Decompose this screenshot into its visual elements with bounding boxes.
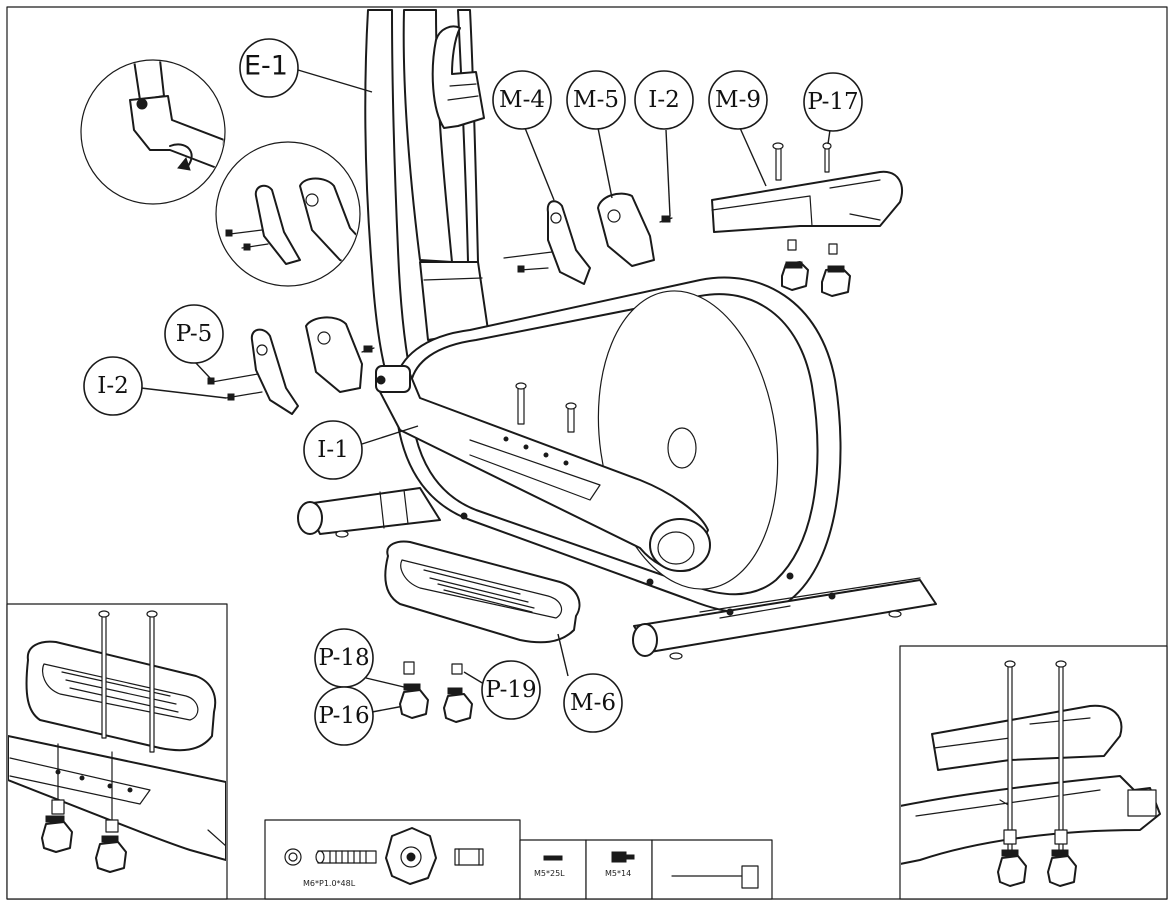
svg-text:P-18: P-18 [318,645,369,671]
detail-circle-mid [215,141,361,287]
pedal-m6 [384,540,581,644]
callout-i2-left: I-2 [83,356,227,416]
hardware-table: M6*P1.0*48L M5*25L M5*14 [264,819,773,900]
svg-text:E-1: E-1 [244,51,288,82]
flywheel-housing [393,276,842,614]
inset-left [6,603,228,900]
svg-text:P-17: P-17 [807,89,858,115]
callout-p18: P-18 [314,628,409,689]
callout-m5: M-5 [566,70,626,199]
hw-screw-label: M5*25L [534,869,565,878]
svg-text:M-6: M-6 [570,690,616,716]
svg-text:I-1: I-1 [317,437,349,463]
svg-text:P-16: P-16 [318,703,369,729]
pedal-rail [375,365,711,572]
bracket-m4 [503,200,591,285]
bracket-left-b [305,316,375,393]
svg-text:M-4: M-4 [499,87,545,113]
detail-circle-top [80,59,226,205]
front-post [364,9,485,381]
svg-text:I-2: I-2 [648,87,680,113]
svg-text:M-9: M-9 [715,87,761,113]
callout-p17: P-17 [803,72,863,145]
svg-text:P-19: P-19 [485,677,536,703]
hw-short-screw-label: M5*14 [605,869,631,878]
inset-right [899,645,1168,900]
callout-p16: P-16 [314,686,405,746]
callout-m4: M-4 [492,70,555,201]
front-stabilizer [297,487,441,538]
knobs-right [781,239,851,297]
rear-stabilizer [632,577,937,660]
hw-bolt-label: M6*P1.0*48L [303,879,356,888]
knobs-bottom [399,661,473,723]
callout-i2-top: I-2 [634,70,694,217]
machine-body [297,9,937,660]
callout-p19: P-19 [463,660,541,720]
callout-m6: M-6 [557,633,623,733]
callout-m9: M-9 [708,70,768,187]
svg-text:I-2: I-2 [97,373,129,399]
bracket-m5 [597,192,673,267]
cover-m9 [711,142,903,233]
rail-bolts [515,382,577,433]
bracket-left-a [207,328,299,415]
callout-i1: I-1 [303,420,419,480]
svg-text:P-5: P-5 [176,321,213,347]
svg-text:M-5: M-5 [573,87,619,113]
callout-p5: P-5 [164,304,224,379]
callout-e1: E-1 [239,38,373,98]
